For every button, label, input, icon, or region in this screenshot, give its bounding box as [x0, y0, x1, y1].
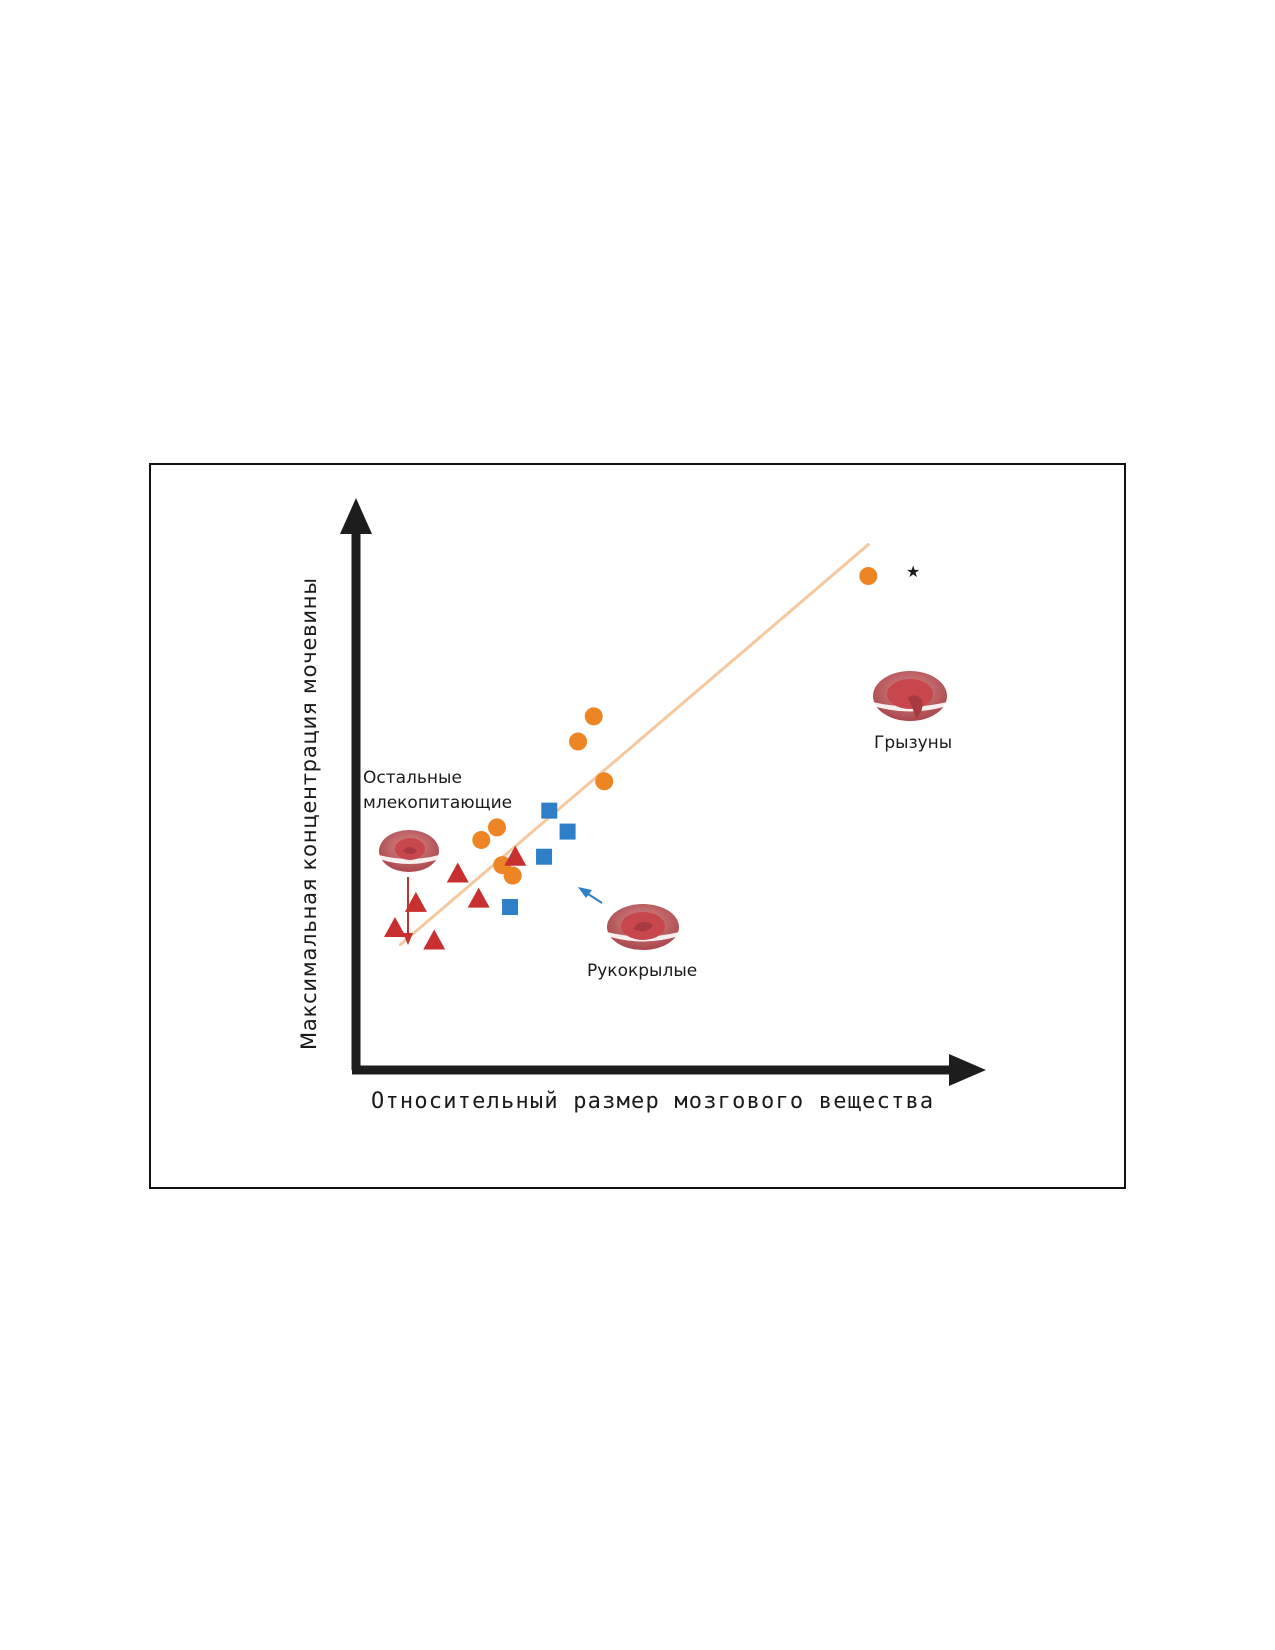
bat-point	[536, 848, 553, 865]
other-mammal-point	[383, 916, 406, 937]
arrow-bats	[578, 887, 603, 904]
rodent-point	[859, 567, 878, 585]
data-marks	[383, 567, 878, 950]
arrow-others	[403, 877, 413, 945]
rodent-point	[503, 866, 522, 885]
bats-label: Рукокрылые	[587, 961, 697, 981]
rodent-point	[487, 818, 506, 837]
bat-point	[541, 802, 558, 819]
figure-frame: Относительный размер мозгового вещества …	[149, 463, 1126, 1189]
axes	[340, 498, 986, 1086]
rodent-point	[584, 707, 603, 726]
brain-icon-rodents	[873, 671, 947, 721]
other-mammal-point	[423, 929, 446, 950]
x-axis-arrowhead	[949, 1054, 986, 1086]
y-axis-arrowhead	[340, 498, 372, 534]
other-mammal-point	[467, 887, 490, 908]
scatter-chart: Относительный размер мозгового вещества …	[297, 498, 986, 1114]
rodent-point	[595, 772, 614, 791]
y-axis-label: Максимальная концентрация мочевины	[297, 577, 321, 1050]
trend-line	[398, 543, 870, 947]
brain-icon-others	[379, 830, 439, 872]
rodent-point	[569, 732, 588, 751]
rodents-label: Грызуны	[874, 733, 952, 753]
rodent-point	[472, 830, 491, 849]
others-label-line1: Остальные	[363, 768, 462, 788]
other-mammal-point	[446, 862, 469, 883]
x-axis-label: Относительный размер мозгового вещества	[371, 1089, 934, 1114]
other-mammal-point	[504, 845, 527, 866]
star-annotation: ★	[906, 562, 920, 581]
bat-point	[502, 899, 519, 916]
brain-icon-bats	[607, 904, 679, 950]
others-label-line2: млекопитающие	[363, 793, 512, 813]
other-mammal-point	[404, 891, 427, 912]
bat-point	[559, 823, 576, 840]
